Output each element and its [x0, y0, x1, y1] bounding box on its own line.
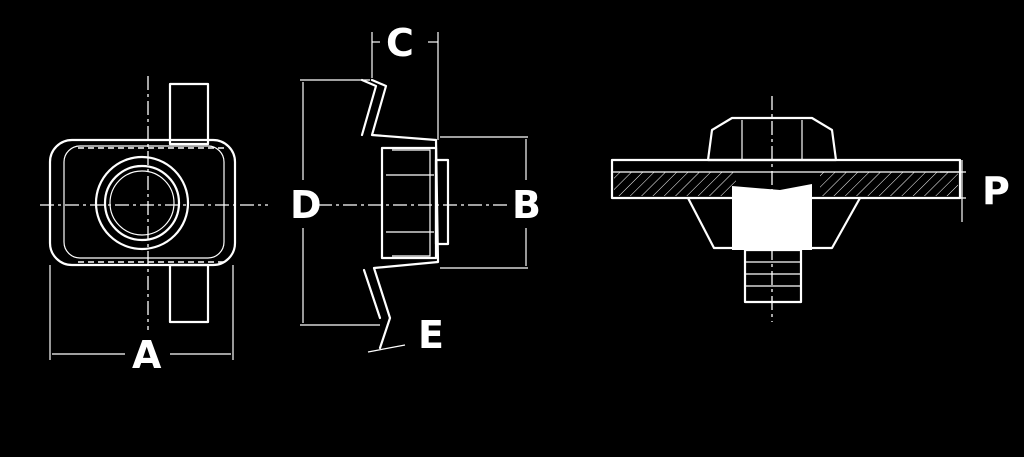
side-view	[300, 32, 528, 353]
front-view	[40, 76, 268, 360]
dimension-label-p: P	[982, 169, 1010, 213]
dimension-label-c: C	[386, 21, 414, 65]
dimension-label-e: E	[418, 313, 444, 357]
dimension-label-a: A	[132, 333, 162, 377]
assembly-view	[610, 96, 966, 322]
dimension-label-b: B	[512, 183, 541, 227]
dimension-label-d: D	[290, 183, 322, 227]
